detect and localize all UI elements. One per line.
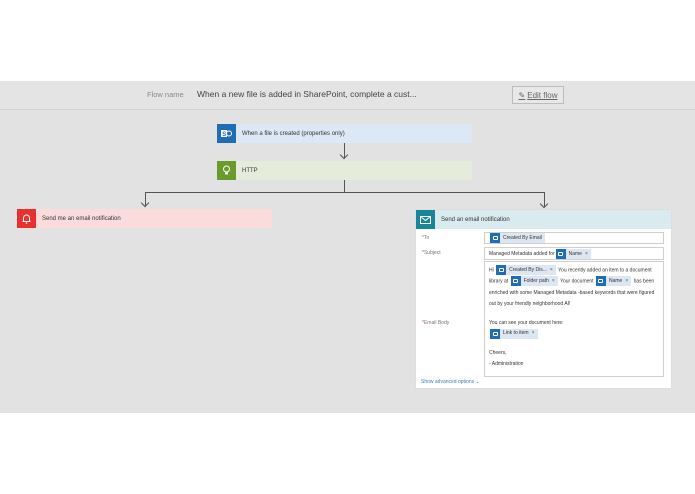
sharepoint-icon <box>490 328 500 339</box>
flow-name-label: Flow name <box>147 90 184 99</box>
email-body-label: *Email Body <box>422 320 450 326</box>
sharepoint-icon: S <box>217 124 236 143</box>
mail-icon <box>416 210 435 229</box>
body-text: Cheers, <box>489 349 507 356</box>
chevron-down-icon: ⌄ <box>475 379 480 385</box>
show-advanced-options-link[interactable]: Show advanced options ⌄ <box>421 379 480 385</box>
token-link-to-item[interactable]: Link to item× <box>490 328 538 339</box>
flow-header: Flow name When a new file is added in Sh… <box>0 81 695 110</box>
step-http-label: HTTP <box>242 167 258 174</box>
connector-line <box>344 143 345 158</box>
remove-token-icon[interactable]: × <box>551 277 555 284</box>
sharepoint-icon <box>510 276 521 287</box>
remove-token-icon[interactable]: × <box>549 266 553 273</box>
connector-line <box>145 192 146 206</box>
svg-text:S: S <box>222 132 226 138</box>
step-send-email-header[interactable]: Send an email notification <box>416 210 671 229</box>
arrow-down-icon <box>539 199 549 209</box>
subject-field[interactable]: Managed Metadata added for Name× <box>484 247 664 260</box>
token-name[interactable]: Name× <box>595 276 632 287</box>
step-send-email-label: Send an email notification <box>441 216 510 223</box>
body-text: has been enriched with some Managed Meta… <box>489 278 655 307</box>
token-folder-path[interactable]: Folder path× <box>510 276 558 287</box>
token-name[interactable]: Name× <box>555 248 591 259</box>
step-trigger[interactable]: S When a file is created (properties onl… <box>217 124 472 143</box>
bell-icon <box>17 209 36 228</box>
body-text: You recently added an item to a document… <box>489 267 652 285</box>
sharepoint-icon <box>490 233 500 243</box>
sharepoint-icon <box>595 276 606 287</box>
sharepoint-icon <box>496 265 507 275</box>
subject-label: *Subject <box>422 250 441 256</box>
token-created-by-email[interactable]: Created By Email <box>490 233 545 243</box>
step-send-email-card: Send an email notification *To Created B… <box>416 210 671 388</box>
branch-line <box>145 192 545 193</box>
body-text: Hi <box>489 267 494 274</box>
flow-canvas: Flow name When a new file is added in Sh… <box>0 81 695 413</box>
email-body-field[interactable]: Hi Created By Dis...× You recently added… <box>484 261 664 377</box>
sharepoint-icon <box>555 248 566 259</box>
to-label: *To <box>422 235 430 241</box>
subject-text: Managed Metadata added for <box>489 250 555 257</box>
step-send-me-email-label: Send me an email notification <box>42 215 121 222</box>
edit-flow-label: Edit flow <box>527 90 558 100</box>
lightbulb-icon <box>217 161 236 180</box>
flow-name-value: When a new file is added in SharePoint, … <box>197 89 417 99</box>
body-text: Your document <box>560 278 594 285</box>
remove-token-icon[interactable]: × <box>531 330 535 337</box>
to-field[interactable]: Created By Email <box>484 232 664 244</box>
pencil-icon: ✎ <box>518 90 526 100</box>
arrow-down-icon <box>339 150 349 160</box>
remove-token-icon[interactable]: × <box>584 250 588 257</box>
arrow-down-icon <box>140 198 150 208</box>
body-text: You can see your document here: <box>489 319 564 326</box>
token-created-by-display[interactable]: Created By Dis...× <box>496 265 556 275</box>
edit-flow-button[interactable]: ✎ Edit flow <box>512 86 564 104</box>
step-http[interactable]: HTTP <box>217 161 472 180</box>
connector-line <box>544 192 545 207</box>
remove-token-icon[interactable]: × <box>625 277 629 284</box>
connector-line <box>344 180 345 193</box>
body-text: - Administration <box>489 360 524 367</box>
step-send-me-email[interactable]: Send me an email notification <box>17 209 272 228</box>
step-trigger-label: When a file is created (properties only) <box>242 130 345 137</box>
